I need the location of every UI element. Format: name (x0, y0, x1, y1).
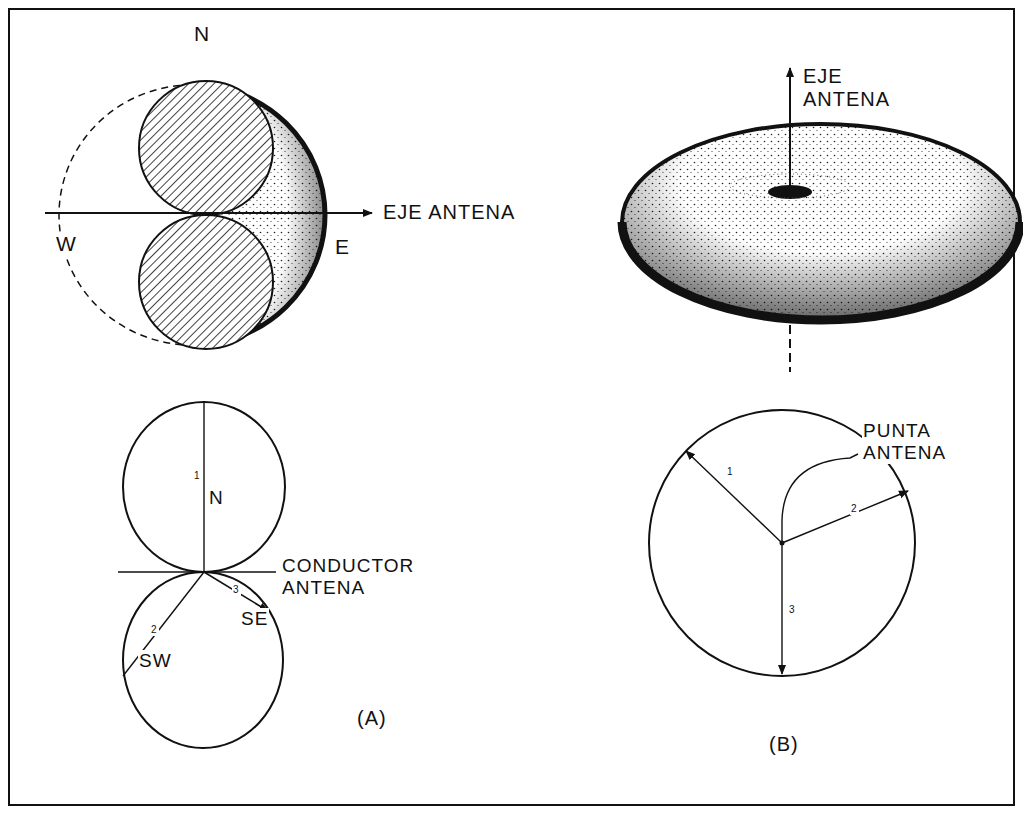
direction-label: SW (138, 650, 173, 672)
direction-label: N (208, 487, 225, 509)
conductor-label: CONDUCTOR ANTENA (281, 555, 408, 599)
figure-label: (B) (768, 733, 800, 756)
tip-label: PUNTA ANTENA (862, 420, 954, 464)
compass-east: E (334, 235, 351, 259)
callout-number: 1 (193, 470, 202, 482)
callout-number: 1 (726, 466, 735, 478)
axis-label: EJE ANTENA (382, 201, 516, 224)
callout-number: 3 (788, 604, 797, 616)
axis-label: EJE ANTENA (802, 65, 886, 111)
direction-label: SE (240, 608, 269, 630)
compass-north: N (193, 22, 211, 46)
dipole-3d-pattern (45, 81, 372, 349)
callout-number: 2 (850, 503, 859, 515)
callout-number: 3 (232, 584, 241, 596)
dipole-section-pattern (118, 402, 285, 748)
figure-label: (A) (356, 707, 388, 730)
compass-west: W (55, 232, 78, 256)
callout-number: 2 (150, 624, 159, 636)
vertical-antenna-3d-pattern (622, 68, 1020, 372)
